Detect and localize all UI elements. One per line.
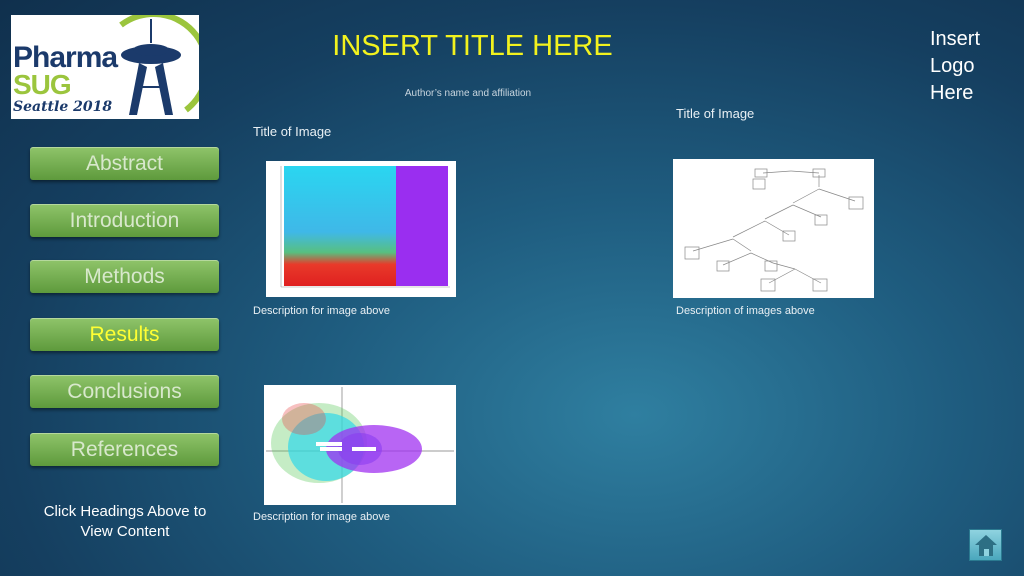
decision-tree-image [673,159,874,298]
figure-title-right: Title of Image [676,106,755,121]
figure-description-bottom: Description for image above [253,511,390,523]
nav-conclusions-button[interactable]: Conclusions [30,375,219,408]
figure-description-right: Description of images above [676,305,815,317]
hint-line: Click Headings Above to [43,503,207,520]
home-button[interactable] [969,529,1002,561]
hint-line: View Content [80,523,170,540]
page-title: INSERT TITLE HERE [332,30,613,62]
nav-results-button[interactable]: Results [30,318,219,351]
figure-description-left: Description for image above [253,305,390,317]
logo-placeholder-line: Logo [930,55,975,77]
space-needle-graphic [119,15,199,115]
logo-placeholder: Insert Logo Here [930,26,1005,107]
stacked-bar-image [266,161,456,297]
author-affiliation: Author’s name and affiliation [404,88,532,99]
figure-title-left: Title of Image [253,124,332,139]
logo-text-city: Seattle 2018 [13,99,113,115]
logo-text-pharma: Pharma [13,41,118,74]
nav-references-button[interactable]: References [30,433,219,466]
logo-text-sug: SUG [13,69,72,100]
home-icon [975,535,997,556]
stacked-bar-graphic [280,166,450,288]
scatter-cloud-graphic [266,387,454,503]
nav-introduction-button[interactable]: Introduction [30,204,219,237]
nav-methods-button[interactable]: Methods [30,260,219,293]
nav-abstract-button[interactable]: Abstract [30,147,219,180]
logo-placeholder-line: Insert [930,28,981,50]
logo-placeholder-line: Here [930,82,974,104]
navigation-hint: Click Headings Above to View Content [30,502,220,542]
scatter-cloud-image [264,385,456,505]
pharmasug-logo: Pharma SUG Seattle 2018 [11,15,199,119]
decision-tree-graphic [684,168,864,292]
